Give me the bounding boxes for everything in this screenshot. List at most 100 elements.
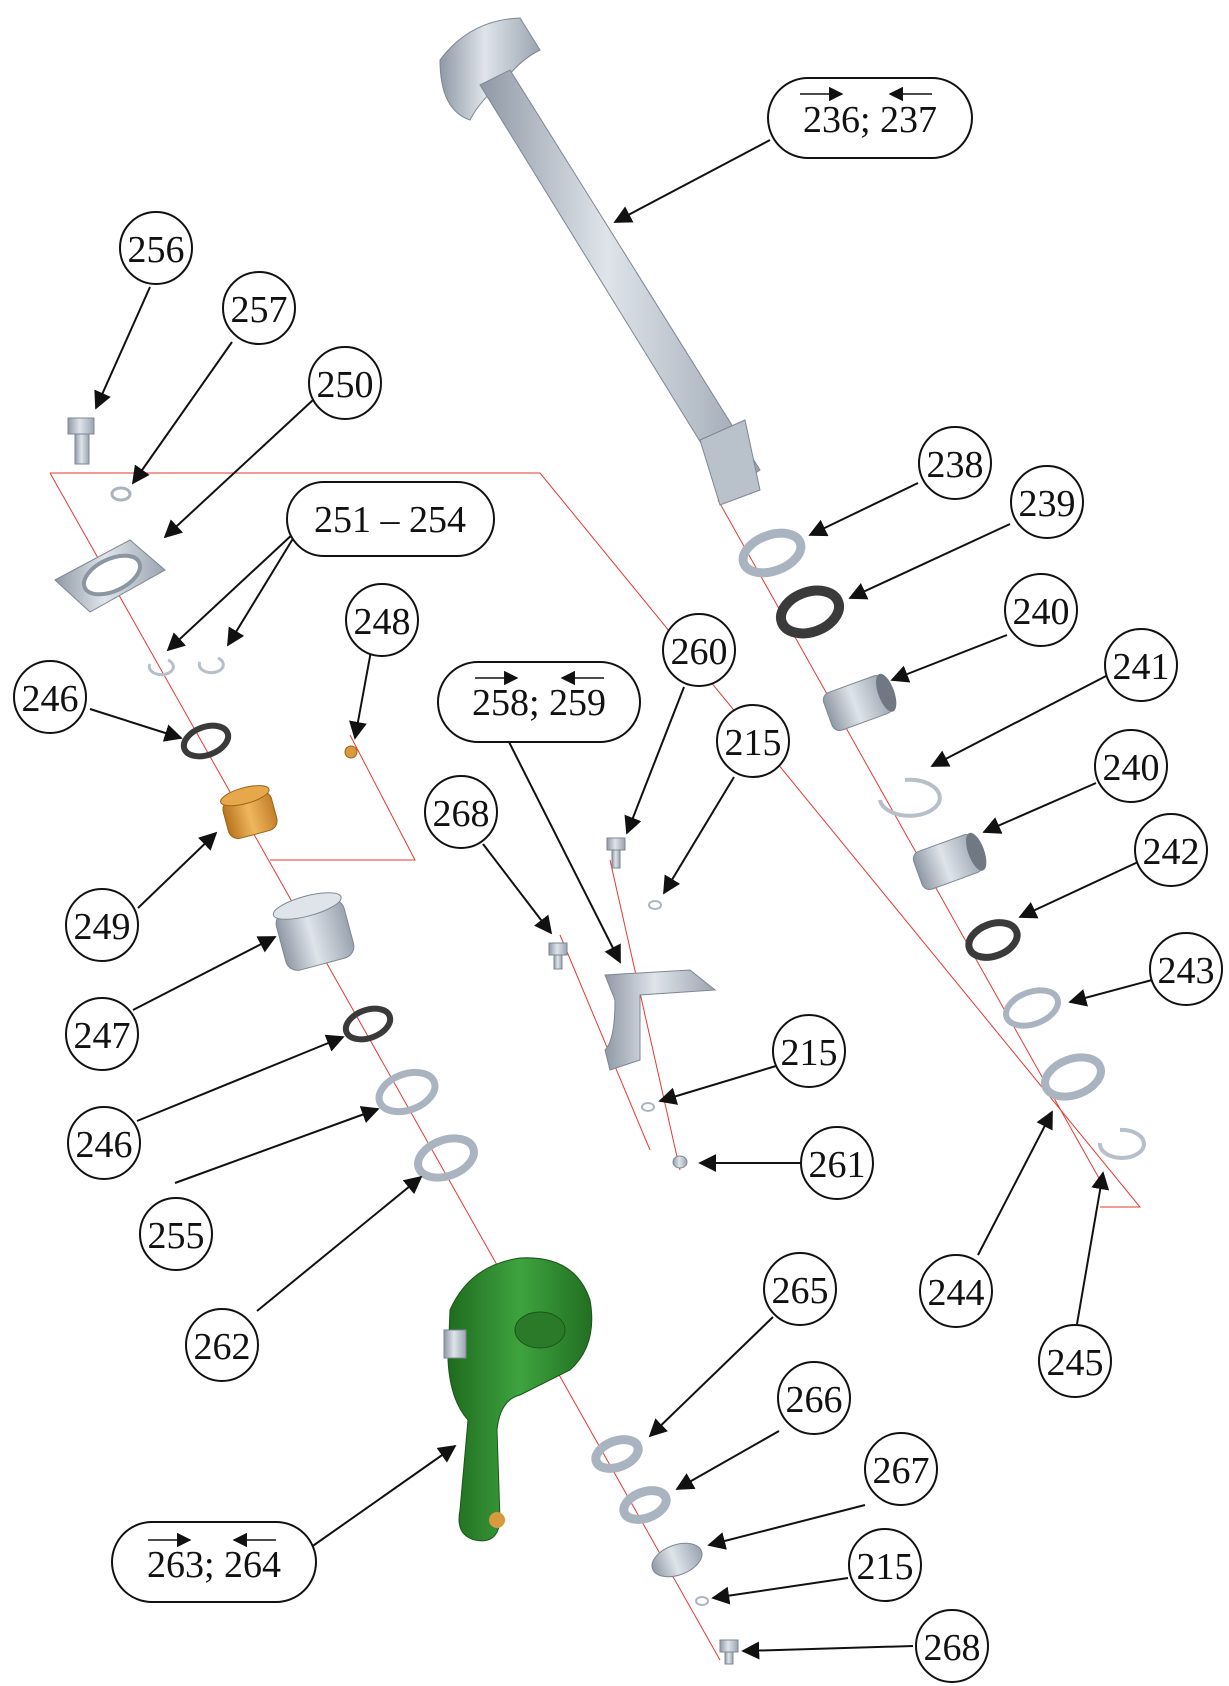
seal-239 <box>775 585 845 639</box>
callout-247: 247 <box>65 997 139 1071</box>
circlip-251 <box>147 658 175 677</box>
label-267: 267 <box>873 1450 930 1492</box>
label-260: 260 <box>671 631 728 673</box>
callout-239: 239 <box>1010 465 1084 539</box>
washer-215-c <box>695 1596 709 1606</box>
label-215-a: 215 <box>725 722 782 764</box>
circlip-252 <box>197 656 225 675</box>
label-262: 262 <box>194 1326 251 1368</box>
nut-261 <box>672 1155 688 1169</box>
camshaft-part <box>439 17 761 506</box>
label-268-b: 268 <box>924 1627 981 1669</box>
label-250: 250 <box>317 364 374 406</box>
callout-242: 242 <box>1134 813 1208 887</box>
needle-bearing-240-upper <box>822 673 897 731</box>
label-245: 245 <box>1047 1342 1104 1384</box>
callout-249: 249 <box>65 888 139 962</box>
needle-bearing-240-lower <box>912 832 987 890</box>
callout-215-c: 215 <box>848 1528 922 1602</box>
callout-262: 262 <box>185 1308 259 1382</box>
callout-260: 260 <box>662 613 736 687</box>
label-242: 242 <box>1143 831 1200 873</box>
sleeve-247 <box>272 892 355 971</box>
label-239: 239 <box>1019 483 1076 525</box>
leader-lines <box>89 139 1153 1660</box>
callout-245: 245 <box>1038 1324 1112 1398</box>
label-265: 265 <box>772 1270 829 1312</box>
washer-243 <box>1003 987 1061 1029</box>
label-248: 248 <box>354 601 411 643</box>
callout-243: 243 <box>1149 932 1223 1006</box>
assembly-axes <box>49 472 1142 1661</box>
callout-250: 250 <box>308 346 382 420</box>
bolt-268-b <box>719 1639 739 1665</box>
label-261: 261 <box>809 1144 866 1186</box>
callout-258-259: 258; 259 <box>437 661 641 743</box>
callout-246-lower: 246 <box>67 1106 141 1180</box>
label-251-254: 251 – 254 <box>314 499 466 541</box>
label-266: 266 <box>786 1379 843 1421</box>
callout-248: 248 <box>345 583 419 657</box>
label-257: 257 <box>231 289 288 331</box>
callout-255: 255 <box>139 1197 213 1271</box>
callout-265: 265 <box>763 1252 837 1326</box>
callout-246-upper: 246 <box>13 660 87 734</box>
label-238: 238 <box>927 444 984 486</box>
washer-255 <box>375 1068 439 1116</box>
callout-215-b: 215 <box>772 1014 846 1088</box>
seal-246-lower <box>342 1005 394 1043</box>
bolt-260 <box>606 837 626 869</box>
callout-238: 238 <box>918 426 992 500</box>
washer-244 <box>1041 1053 1105 1101</box>
callout-263-264: 263; 264 <box>111 1521 317 1603</box>
label-241: 241 <box>1113 646 1170 688</box>
seal-246-upper <box>180 722 232 760</box>
plate-washer-267 <box>651 1542 703 1578</box>
washer-215-a <box>648 900 662 910</box>
label-244: 244 <box>928 1272 985 1314</box>
callout-215-a: 215 <box>716 704 790 778</box>
label-255: 255 <box>148 1215 205 1257</box>
label-243: 243 <box>1158 950 1215 992</box>
callout-268-a: 268 <box>424 775 498 849</box>
label-240-lower: 240 <box>1103 747 1160 789</box>
bolt-268-a <box>548 942 568 970</box>
callout-236-237: 236; 237 <box>767 77 973 159</box>
label-240-upper: 240 <box>1013 591 1070 633</box>
bronze-bushing-249 <box>220 785 278 840</box>
washer-265 <box>591 1435 643 1473</box>
callout-240-lower: 240 <box>1094 729 1168 803</box>
label-268-a: 268 <box>433 793 490 835</box>
callout-257: 257 <box>222 271 296 345</box>
callout-261: 261 <box>800 1126 874 1200</box>
callout-266: 266 <box>777 1361 851 1435</box>
bracket-258-259 <box>604 969 717 1071</box>
callout-267: 267 <box>864 1432 938 1506</box>
washer-238 <box>738 528 806 578</box>
callout-256: 256 <box>119 211 193 285</box>
washer-257 <box>110 486 132 502</box>
circlip-245 <box>1097 1127 1146 1160</box>
label-256: 256 <box>128 229 185 271</box>
callout-241: 241 <box>1104 628 1178 702</box>
callout-240-upper: 240 <box>1004 573 1078 647</box>
label-246-lower: 246 <box>76 1124 133 1166</box>
washer-266 <box>619 1486 671 1524</box>
label-249: 249 <box>74 906 131 948</box>
bolt-256 <box>67 417 95 465</box>
slack-adjuster-263-264 <box>443 1257 593 1542</box>
callout-251-254: 251 – 254 <box>286 481 495 557</box>
seal-242 <box>965 919 1021 961</box>
label-215-b: 215 <box>781 1032 838 1074</box>
callout-244: 244 <box>919 1254 993 1328</box>
grease-nipple-248 <box>344 745 358 759</box>
flange-plate-250 <box>54 539 166 613</box>
label-215-c: 215 <box>857 1546 914 1588</box>
label-246-upper: 246 <box>22 678 79 720</box>
label-247: 247 <box>74 1015 131 1057</box>
label-263-264: 263; 264 <box>147 1544 281 1586</box>
washer-262 <box>414 1134 478 1182</box>
label-236-237: 236; 237 <box>803 99 937 141</box>
circlip-241 <box>878 777 942 818</box>
